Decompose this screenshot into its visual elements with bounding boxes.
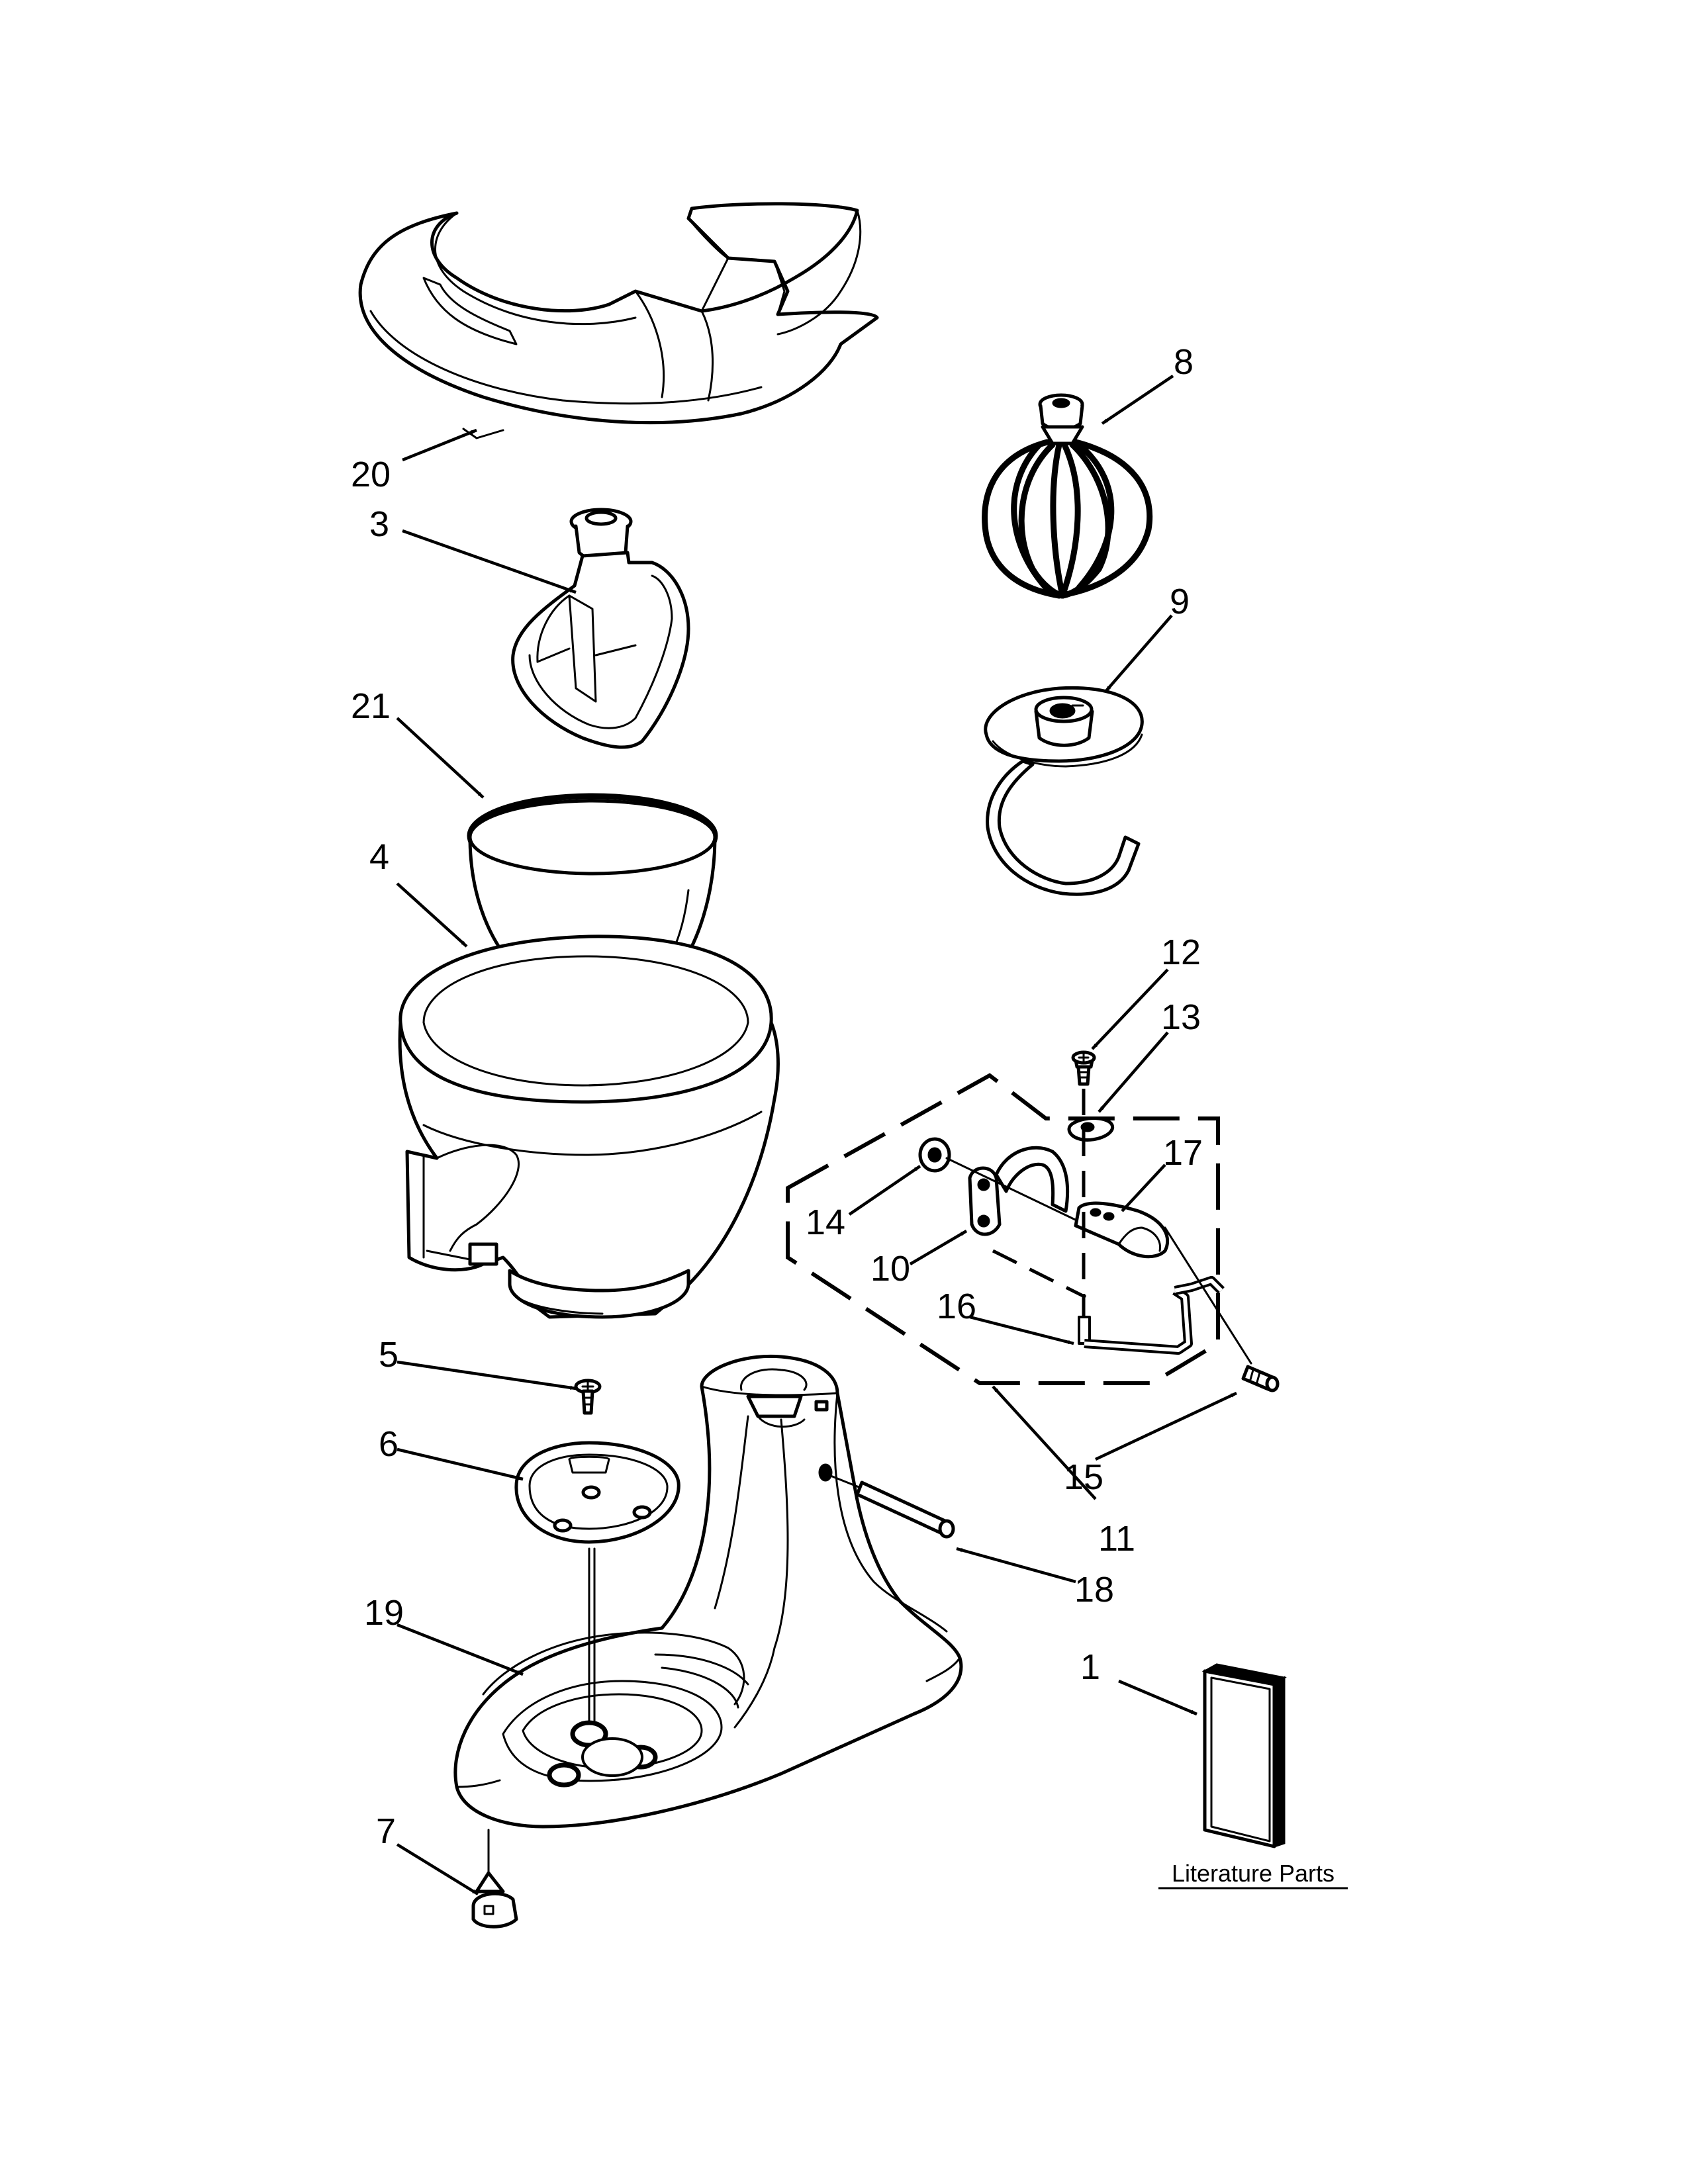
callout-6: 6 [379, 1424, 399, 1464]
callout-12: 12 [1161, 933, 1201, 972]
clamp-plate-part [514, 1441, 680, 1544]
literature-booklet-part [1201, 1663, 1287, 1848]
hinge-bracket-part [945, 1146, 1170, 1259]
literature-parts-label-group: Literature Parts [1158, 1860, 1348, 1889]
washer-part-14 [918, 1137, 951, 1173]
leader-lines [396, 375, 1237, 1895]
callout-20: 20 [351, 455, 391, 494]
callout-11: 11 [1098, 1519, 1135, 1559]
callout-1: 1 [1080, 1647, 1100, 1687]
callout-10: 10 [870, 1249, 910, 1289]
callout-4: 4 [369, 837, 389, 877]
hinge-pin-part-18 [826, 1473, 955, 1539]
callout-14: 14 [806, 1203, 845, 1242]
pouring-shield-part [358, 202, 879, 439]
callout-3: 3 [369, 504, 389, 544]
callout-13: 13 [1161, 997, 1201, 1037]
callout-7: 7 [376, 1811, 396, 1851]
callout-labels: 1 3 4 5 6 7 8 9 10 11 12 13 14 15 16 17 … [351, 342, 1203, 1851]
screw-part-12 [1071, 1050, 1096, 1086]
callout-17: 17 [1163, 1133, 1203, 1173]
wire-whip-part [982, 393, 1153, 599]
callout-18: 18 [1074, 1570, 1114, 1610]
callout-21: 21 [351, 686, 391, 726]
callout-9: 9 [1170, 582, 1190, 621]
mixer-base-part [453, 1354, 963, 1829]
roll-pin-part-15 [1164, 1226, 1280, 1392]
dough-hook-part [984, 686, 1144, 896]
callout-8: 8 [1174, 342, 1194, 382]
washer-part-13 [1067, 1116, 1115, 1142]
callout-16: 16 [937, 1287, 976, 1326]
callout-19: 19 [364, 1593, 404, 1633]
callout-15: 15 [1064, 1457, 1103, 1497]
screw-part-5 [574, 1379, 602, 1415]
foot-part-7 [471, 1829, 518, 1929]
callout-5: 5 [379, 1335, 399, 1375]
hinge-pin-part-16 [992, 1089, 1225, 1355]
flat-beater-part [511, 508, 690, 749]
large-bowl-part [398, 934, 780, 1319]
literature-parts-label: Literature Parts [1172, 1860, 1335, 1887]
